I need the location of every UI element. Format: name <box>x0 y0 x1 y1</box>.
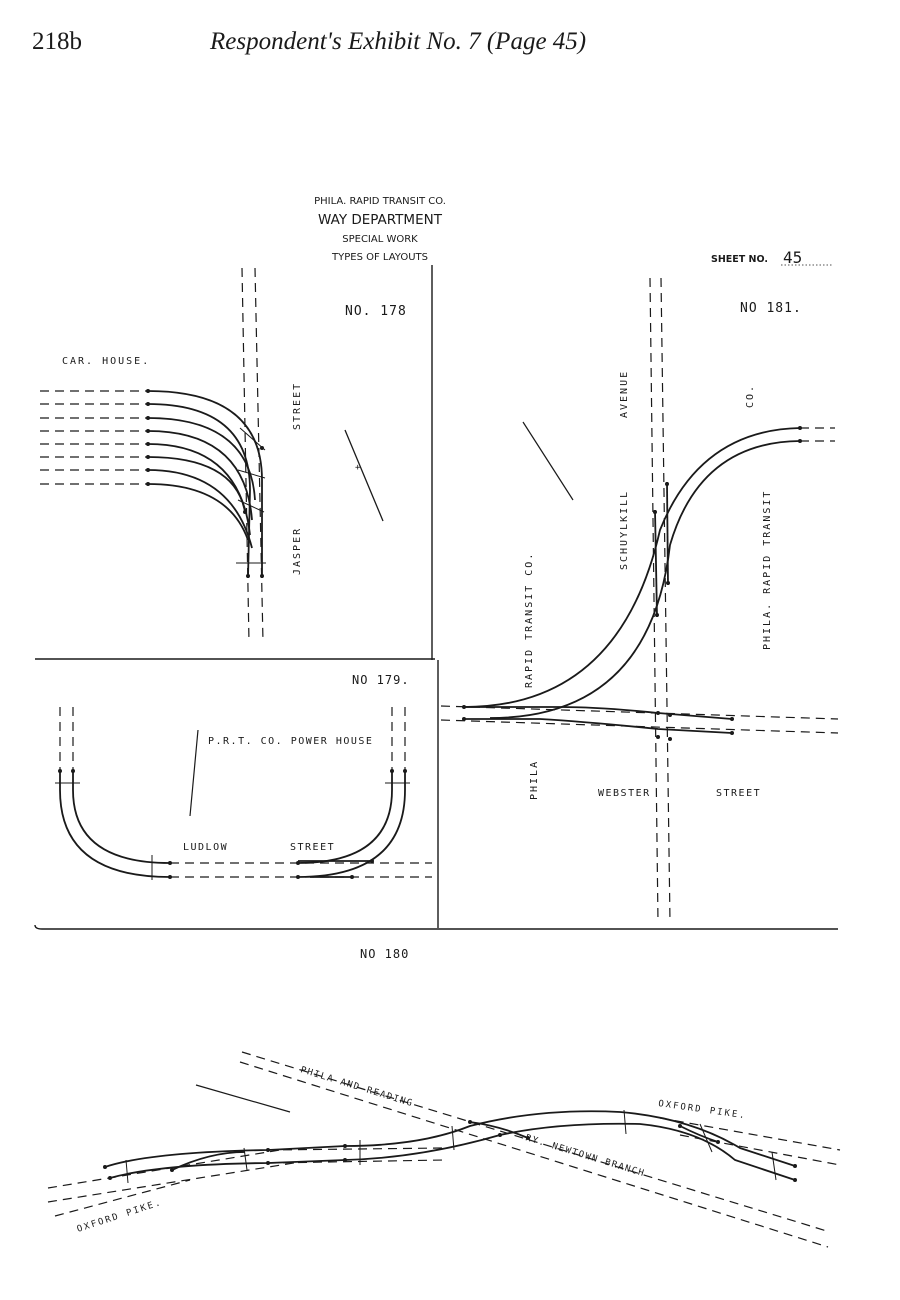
loop-west-outer <box>59 770 171 878</box>
label-no-178: NO. 178 <box>345 304 407 319</box>
crossover-diverge-west <box>171 1151 246 1171</box>
border-bottom <box>34 924 838 930</box>
tie-180-1 <box>125 1159 129 1184</box>
avenue-rail-west <box>649 277 659 923</box>
curve-track-2 <box>147 403 251 579</box>
avenue-rail-east <box>660 277 671 923</box>
ludlow-street-word: STREET <box>290 842 335 853</box>
track-end-points-181 <box>462 426 802 741</box>
tie-180-4 <box>451 1125 455 1151</box>
connecting-curve-outer <box>463 427 801 708</box>
crossover-diverge-east <box>679 1125 719 1143</box>
north-arrow-181 <box>522 421 574 501</box>
pike-east-dash-1 <box>659 1117 841 1151</box>
layout-no-178: NO. 178 CAR. HOUSE. STREET JASPER + <box>40 267 407 643</box>
power-house-label: P.R.T. CO. POWER HOUSE <box>208 736 373 747</box>
schuylkill-label: SCHUYLKILL <box>619 490 630 570</box>
loop-east-outer <box>297 770 406 878</box>
layout-no-180: NO 180 PHILA AND READING RY. NEWTOWN BRA… <box>47 947 841 1248</box>
page-number: 218b <box>32 28 82 55</box>
rapid-transit-west-label: RAPID TRANSIT CO. <box>524 552 535 688</box>
co-east-label: CO. <box>745 384 756 408</box>
webster-street-word: STREET <box>716 788 761 799</box>
frog-avenue-east <box>666 481 669 586</box>
pike-west-dash-1 <box>47 1149 281 1189</box>
company-name: PHILA. RAPID TRANSIT CO. <box>314 196 446 207</box>
webster-dash-north <box>440 705 839 720</box>
north-arrow <box>344 429 384 522</box>
curve-track-7 <box>147 469 253 549</box>
exhibit-title: Respondent's Exhibit No. 7 (Page 45) <box>210 28 587 55</box>
webster-rail-south <box>464 718 733 734</box>
pike-west-dash-3 <box>54 1179 191 1217</box>
track-end-points-178 <box>146 389 264 578</box>
rapid-transit-east-label: PHILA. RAPID TRANSIT <box>762 490 773 650</box>
pike-east-label: OXFORD PIKE. <box>658 1099 748 1121</box>
frog-avenue-west <box>654 509 658 618</box>
curve-track-8 <box>147 483 249 541</box>
street-word-label: STREET <box>292 382 303 430</box>
label-no-179: NO 179. <box>352 673 410 687</box>
jasper-street-label: JASPER <box>292 527 303 575</box>
pike-west-dash-2 <box>47 1161 301 1203</box>
railroad-rail-north <box>241 1051 831 1233</box>
tie-180-6 <box>699 1123 713 1153</box>
north-arrow-mark: + <box>355 463 361 473</box>
crossover-rail-south <box>109 1122 796 1181</box>
frog-1 <box>239 427 266 451</box>
label-no-180: NO 180 <box>360 947 409 961</box>
header-subtitle-2: TYPES OF LAYOUTS <box>331 252 428 263</box>
label-no-181: NO 181. <box>740 301 802 316</box>
loop-west-inner <box>72 770 171 864</box>
sheet-number: 45 <box>783 248 802 267</box>
crossover-frog-center <box>469 1121 529 1139</box>
frog-3 <box>237 499 265 513</box>
curve-track-1 <box>147 390 263 578</box>
header-subtitle-1: SPECIAL WORK <box>342 234 418 245</box>
avenue-word-label: AVENUE <box>619 370 630 418</box>
tie-180-2 <box>243 1147 248 1171</box>
sheet-label: SHEET NO. <box>711 254 768 265</box>
webster-label: WEBSTER <box>598 788 651 799</box>
curve-track-3 <box>147 417 256 501</box>
railroad-rail-south <box>239 1061 829 1248</box>
layout-no-179: NO 179. P.R.T. CO. POWER HOUSE LUDLOW ST… <box>55 673 432 880</box>
tie-180-5 <box>623 1109 627 1135</box>
curve-track-4 <box>147 430 253 521</box>
department-name: WAY DEPARTMENT <box>318 212 443 228</box>
layout-no-181: NO 181. AVENUE SCHUYLKILL RAPID TRANSIT … <box>440 277 839 923</box>
railroad-label-2: RY. NEWTOWN BRANCH <box>524 1133 646 1179</box>
phila-west-label: PHILA <box>529 760 540 800</box>
curve-track-6 <box>147 456 246 513</box>
north-arrow-180 <box>195 1084 291 1113</box>
tie-180-7 <box>771 1151 777 1181</box>
car-house-label: CAR. HOUSE. <box>62 356 150 367</box>
north-arrow-179 <box>189 729 199 817</box>
webster-rail-north <box>464 706 733 720</box>
track-end-points-180 <box>103 1120 797 1182</box>
crossover-rail-north <box>104 1110 796 1168</box>
pike-east-dash-2 <box>679 1134 841 1166</box>
ludlow-street-label: LUDLOW <box>183 842 228 853</box>
curve-track-5 <box>147 443 251 536</box>
frog-2 <box>237 469 266 479</box>
track-end-points-179 <box>58 769 407 879</box>
pike-west-label: OXFORD PIKE. <box>76 1198 164 1235</box>
railroad-label-1: PHILA AND READING <box>299 1065 414 1109</box>
